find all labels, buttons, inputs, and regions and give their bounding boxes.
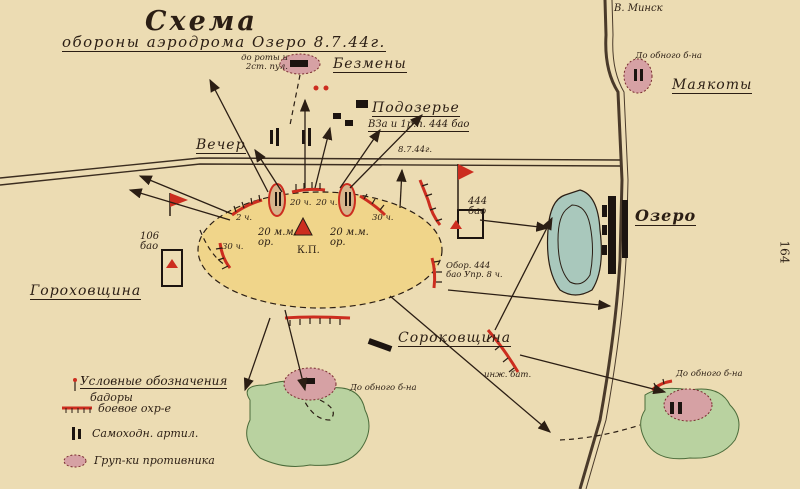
place-sorokovshchina: Сороковщина xyxy=(398,330,512,347)
dashed-routes xyxy=(199,74,641,441)
note-sector-2ch: 2 ч. xyxy=(236,213,253,223)
movement-arrows xyxy=(128,78,667,433)
legend-label-defense: боевое охр-е xyxy=(98,402,171,415)
note-to-battalion-1: До обного б-на xyxy=(635,51,702,61)
note-eng-bat: инж. бат. xyxy=(484,370,532,380)
note-kp: К.П. xyxy=(297,245,320,256)
note-sector-20ch-a: 20 ч. xyxy=(290,198,312,208)
road-to-minsk-edge xyxy=(585,0,629,489)
horizontal-road xyxy=(0,157,621,179)
map-subtitle: обороны аэродрома Озеро 8.7.44г. xyxy=(62,33,386,52)
note-sector-30ch-a: 30 ч. xyxy=(372,213,394,223)
note-sector-30ch-b: 30 ч. xyxy=(222,242,244,252)
place-gorokhovshchina: Гороховщина xyxy=(30,283,142,300)
legend-title: Условные обозначения xyxy=(80,374,228,389)
place-vecher: Вечер xyxy=(196,137,246,154)
note-to-battalion-2: До обного б-на xyxy=(350,383,417,393)
page-number: 164 xyxy=(777,240,792,264)
legend-label-enemy: Груп-ки противника xyxy=(94,454,215,467)
horizontal-road-edge xyxy=(0,163,621,186)
legend-symbols xyxy=(62,406,92,440)
legend-label-artillery: Самоходн. артил. xyxy=(92,427,199,440)
note-bza-444: ВЗа и 1р.п. 444 бао xyxy=(368,119,470,132)
place-bezhenu: Безмены xyxy=(333,56,407,73)
legend-enemy-swatch xyxy=(63,454,87,468)
lake xyxy=(546,189,602,296)
unit-markers xyxy=(161,60,682,414)
map-title: Схема xyxy=(145,6,258,37)
note-company-enemy: до роты и 2ст. пул. xyxy=(241,53,288,72)
note-sector-20ch-b: 20 ч. xyxy=(316,198,338,208)
command-post-marker xyxy=(293,216,313,236)
village-ozero-buildings xyxy=(602,196,628,274)
place-podozerye: Подозерье xyxy=(372,100,460,117)
note-upr-444: Обор. 444 бао Упр. 8 ч. xyxy=(446,261,503,280)
place-to-minsk: В. Минск xyxy=(614,3,663,14)
road-to-minsk xyxy=(578,0,624,489)
defense-ticks xyxy=(215,182,665,389)
enemy-group-maykoty xyxy=(623,58,653,94)
note-date-small: 8.7.44г. xyxy=(398,145,433,155)
place-ozero: Озеро xyxy=(635,206,697,226)
lake-inner xyxy=(557,204,593,285)
sp-artillery-top xyxy=(270,85,329,146)
legend-label-flags: бадоры xyxy=(90,391,133,404)
note-to-battalion-3: До обного б-на xyxy=(676,369,743,379)
place-maykoty: Маякоты xyxy=(672,77,753,94)
note-zen-left: 20 м.м. ор. xyxy=(258,227,297,248)
note-zen-right: 20 м.м. ор. xyxy=(330,227,369,248)
note-battalion-106: 106 бао xyxy=(140,231,160,252)
airfield-area xyxy=(197,191,443,309)
enemy-group-se-forest xyxy=(663,388,713,422)
note-battalion-444: 444 бао xyxy=(468,196,488,217)
forest-southwest xyxy=(246,380,370,467)
